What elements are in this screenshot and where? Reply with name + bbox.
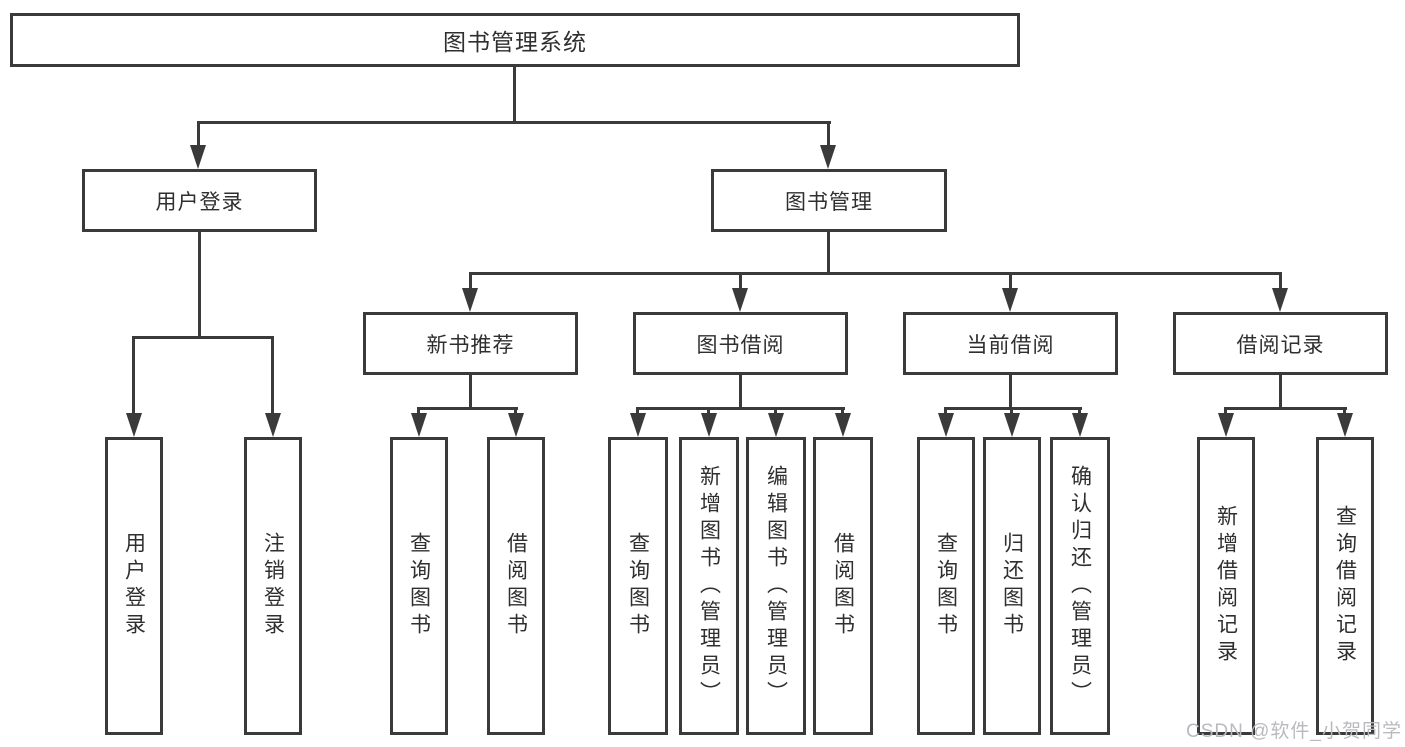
connector-arrow-icon (1337, 413, 1353, 437)
connector-line (841, 407, 844, 416)
connector-arrow-icon (630, 413, 646, 437)
connector-line (636, 407, 845, 410)
connector-line (1009, 272, 1012, 290)
connector-line (1224, 407, 1347, 410)
node-current-borrow: 当前借阅 (903, 312, 1118, 375)
connector-arrow-icon (462, 288, 478, 312)
leaf-recommend-query-book: 查询图书 (390, 437, 448, 735)
node-book-borrow: 图书借阅 (633, 312, 848, 375)
leaf-borrow-edit-book-admin: 编辑图书（管理员） (746, 437, 806, 735)
node-borrow-record: 借阅记录 (1173, 312, 1388, 375)
connector-arrow-icon (1004, 413, 1020, 437)
connector-line (514, 407, 517, 416)
node-root: 图书管理系统 (10, 13, 1020, 67)
connector-line (1224, 407, 1227, 416)
connector-line (198, 232, 201, 339)
connector-line (707, 407, 710, 416)
connector-arrow-icon (820, 145, 836, 169)
leaf-record-add: 新增借阅记录 (1197, 437, 1255, 735)
connector-line (1279, 272, 1282, 290)
connector-arrow-icon (768, 413, 784, 437)
connector-arrow-icon (265, 413, 281, 437)
connector-arrow-icon (126, 413, 142, 437)
node-user-login: 用户登录 (82, 169, 317, 232)
connector-line (197, 121, 831, 124)
connector-line (774, 407, 777, 416)
leaf-recommend-borrow-book: 借阅图书 (487, 437, 545, 735)
connector-arrow-icon (1272, 288, 1288, 312)
connector-line (827, 121, 830, 147)
leaf-current-confirm-return-admin: 确认归还（管理员） (1050, 437, 1110, 735)
connector-arrow-icon (1072, 413, 1088, 437)
connector-line (739, 272, 742, 290)
connector-arrow-icon (835, 413, 851, 437)
node-book-management: 图书管理 (711, 169, 947, 232)
connector-arrow-icon (190, 145, 206, 169)
connector-arrow-icon (411, 413, 427, 437)
leaf-borrow-add-book-admin: 新增图书（管理员） (679, 437, 739, 735)
leaf-current-return-book: 归还图书 (983, 437, 1041, 735)
connector-line (132, 336, 135, 415)
connector-line (1343, 407, 1346, 416)
connector-line (469, 272, 1281, 275)
connector-arrow-icon (701, 413, 717, 437)
connector-line (417, 407, 518, 410)
leaf-borrow-borrow-book: 借阅图书 (813, 437, 873, 735)
node-new-book-recommend: 新书推荐 (363, 312, 578, 375)
connector-arrow-icon (1218, 413, 1234, 437)
leaf-user-login: 用户登录 (105, 437, 163, 735)
connector-line (469, 272, 472, 290)
connector-line (636, 407, 639, 416)
leaf-record-query: 查询借阅记录 (1316, 437, 1374, 735)
connector-arrow-icon (508, 413, 524, 437)
connector-line (1078, 407, 1081, 416)
leaf-current-query-book: 查询图书 (917, 437, 975, 735)
connector-line (132, 336, 274, 339)
connector-line (197, 121, 200, 147)
leaf-borrow-query-book: 查询图书 (608, 437, 668, 735)
connector-line (513, 67, 516, 121)
connector-line (1010, 407, 1013, 416)
connector-arrow-icon (938, 413, 954, 437)
connector-line (944, 407, 1082, 410)
watermark: CSDN @软件_小贺同学 (1186, 721, 1402, 742)
connector-line (1279, 375, 1282, 410)
leaf-logout-login: 注销登录 (244, 437, 302, 735)
connector-line (1009, 375, 1012, 410)
connector-line (417, 407, 420, 416)
connector-line (827, 232, 830, 275)
connector-arrow-icon (732, 288, 748, 312)
connector-line (271, 336, 274, 415)
connector-arrow-icon (1002, 288, 1018, 312)
connector-line (739, 375, 742, 410)
connector-line (944, 407, 947, 416)
connector-line (469, 375, 472, 410)
